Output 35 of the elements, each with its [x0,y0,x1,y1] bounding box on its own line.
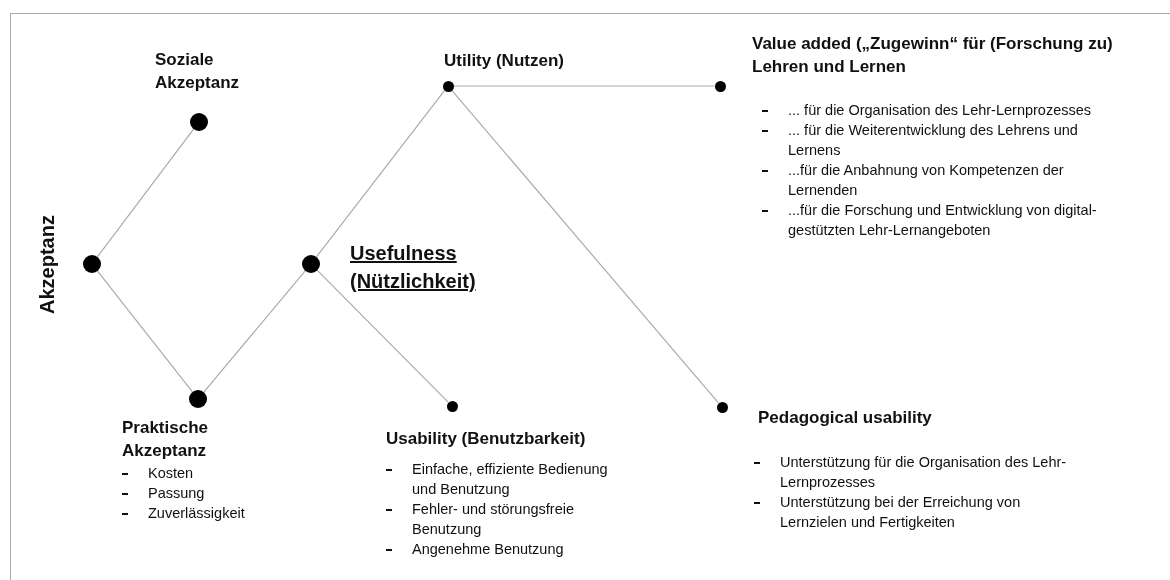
node-heading: Pedagogical usability [758,407,933,429]
bullet-item: Unterstützung für die Organisation des Lehr-Lernprozesses [750,452,1080,492]
node-heading: Akzeptanz [36,214,59,314]
node-dot [83,255,101,273]
node-heading: Soziale Akzeptanz [155,49,241,94]
connector-line [203,270,306,393]
bullet-item: Unterstützung bei der Erreichung von Lernzielen und Fertigkeiten [750,492,1080,532]
node-heading: Usability (Benutzbarkeit) [386,428,587,450]
node-dot [714,80,726,92]
connector-line [316,269,449,403]
connector-line [96,128,195,258]
node-heading: Value added („Zugewinn“ für (Forschung zu) Lehren und Lernen [752,33,1114,78]
connector-line [450,89,720,404]
connector-line [452,85,716,87]
node-dot [716,401,728,413]
bullet-item: Einfache, effiziente Bedienung und Benutzung [382,459,632,499]
bullet-item: Fehler- und störungsfreie Benutzung [382,499,632,539]
bullet-item: ... für die Organisation des Lehr-Lernprozesses [758,100,1103,120]
node-heading: Praktische Akzeptanz [122,417,209,462]
node-heading: Usefulness (Nützlichkeit) [350,241,477,294]
node-heading: Utility (Nutzen) [444,50,565,72]
node-dot [446,400,458,412]
bullet-item: Zuverlässigkeit [118,503,318,523]
node-dot [190,113,208,131]
node-dot [442,80,454,92]
node-dot [189,390,207,408]
bullet-item: Angenehme Benutzung [382,539,632,559]
bullet-item: ...für die Forschung und Entwicklung von digital-gestützten Lehr-Lernangeboten [758,200,1103,240]
connector-line [96,270,194,393]
bullet-item: ... für die Weiterentwicklung des Lehrens und Lernens [758,120,1103,160]
bullet-item: Passung [118,483,318,503]
bullet-item: ...für die Anbahnung von Kompetenzen der Lernenden [758,160,1103,200]
bullet-item: Kosten [118,463,318,483]
connector-line [315,89,446,258]
node-dot [302,255,320,273]
